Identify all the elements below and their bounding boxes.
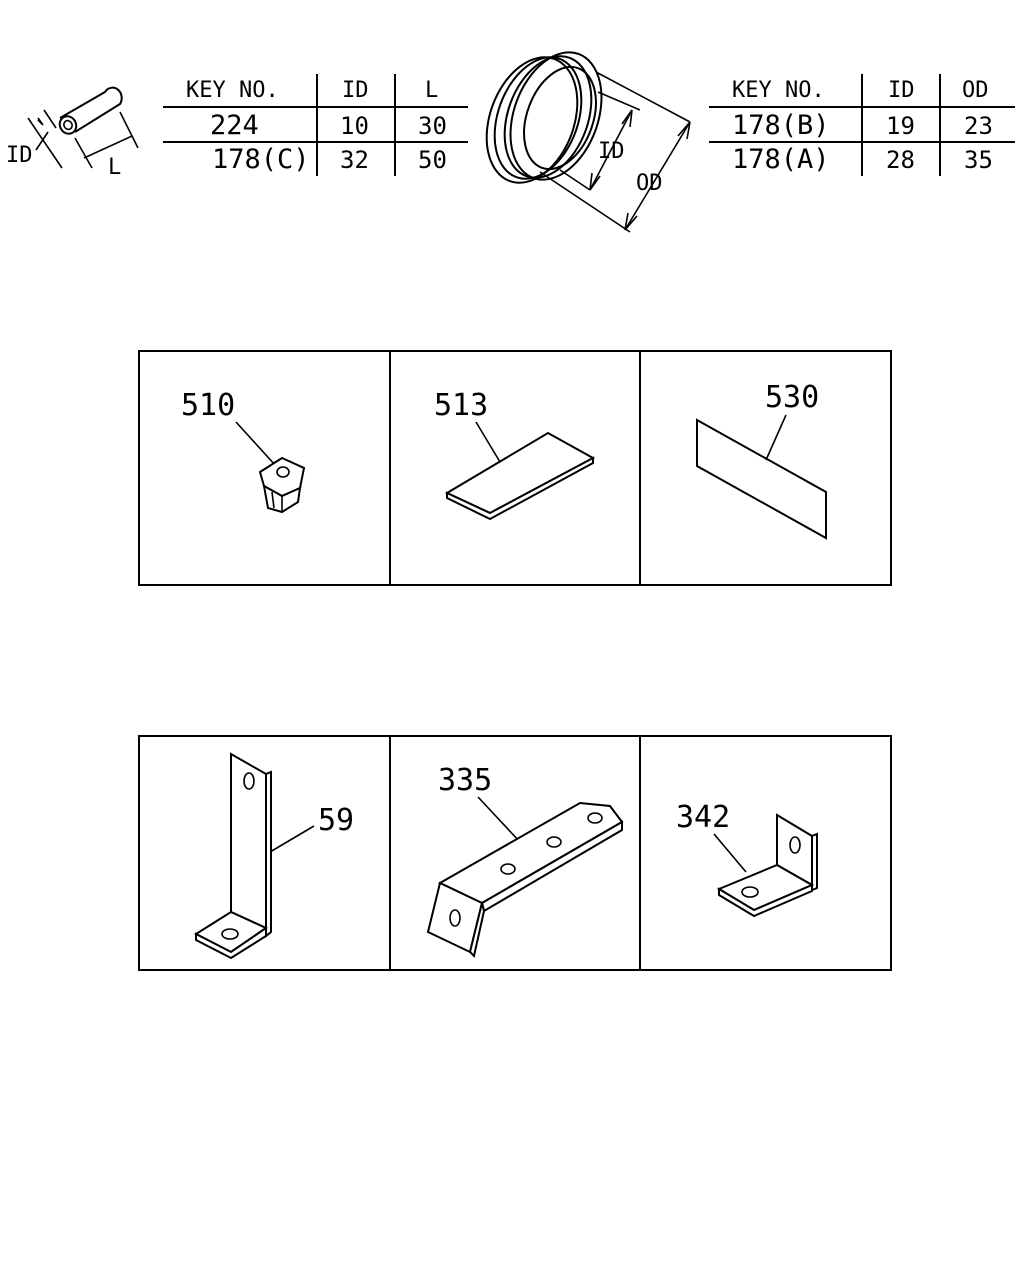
tube-table [163,74,468,176]
tube-header-id: ID [342,78,369,103]
tube-row1-id: 10 [340,112,369,140]
part-59-label: 59 [318,803,354,838]
part-335-label: 335 [438,763,492,798]
grommet-header-od: OD [962,78,989,103]
panel-row-2 [138,735,892,971]
part-513-label: 513 [434,388,488,423]
panel-row-1 [138,350,892,586]
tube-row2-id: 32 [340,146,369,174]
tube-row1-l: 30 [418,112,447,140]
tube-header-l: L [425,78,438,103]
grommet-table [709,74,1015,176]
grommet-row1-od: 23 [964,112,993,140]
part-510-label: 510 [181,388,235,423]
l-bracket-icon [193,752,272,960]
pad-icon [444,431,596,521]
tube-row2-l: 50 [418,146,447,174]
tube-id-label: ID [6,143,33,168]
grommet-header-key: KEY NO. [732,78,825,103]
grommet-header-id: ID [888,78,915,103]
grommet-icon [485,51,691,233]
clip-icon [258,456,306,514]
grommet-row2-id: 28 [886,146,915,174]
tube-icon [27,86,139,169]
small-bracket-icon [716,813,818,918]
tube-l-label: L [108,155,121,180]
tube-row1-key: 224 [210,110,259,141]
part-530-label: 530 [765,380,819,415]
grommet-row2-od: 35 [964,146,993,174]
grommet-row2-key: 178(A) [732,144,830,175]
grommet-row1-id: 19 [886,112,915,140]
grommet-od-label: OD [636,171,663,196]
tube-row2-key: 178(C) [212,144,310,175]
tube-header-key: KEY NO. [186,78,279,103]
sheet-icon [696,418,827,540]
grommet-row1-key: 178(B) [732,110,830,141]
long-bracket-icon [426,801,624,958]
part-342-label: 342 [676,800,730,835]
grommet-id-label: ID [598,139,625,164]
